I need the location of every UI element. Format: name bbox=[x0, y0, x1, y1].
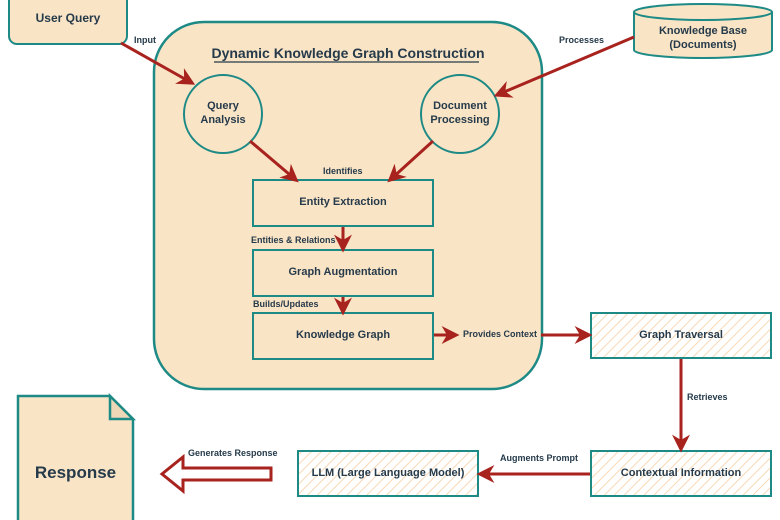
llm-node[interactable] bbox=[297, 450, 479, 497]
user-query-label: User Query bbox=[35, 10, 101, 25]
document-processing-line2: Processing bbox=[430, 114, 490, 126]
graph-augmentation-label: Graph Augmentation bbox=[288, 266, 398, 279]
knowledge-graph-label: Knowledge Graph bbox=[295, 329, 391, 342]
arrow-processes bbox=[493, 35, 635, 98]
response-label: Response bbox=[34, 463, 117, 483]
edge-label-identifies: Identifies bbox=[323, 166, 363, 176]
entity-extraction-label: Entity Extraction bbox=[299, 196, 387, 209]
edge-label-provides-context: Provides Context bbox=[463, 329, 538, 339]
knowledge-graph-node[interactable] bbox=[252, 312, 434, 360]
graph-augmentation-node[interactable] bbox=[252, 249, 434, 297]
knowledge-base-label: Knowledge Base (Documents) bbox=[634, 24, 772, 54]
knowledge-base-line2: (Documents) bbox=[669, 39, 737, 51]
document-processing-node[interactable] bbox=[420, 74, 500, 154]
response-document[interactable] bbox=[16, 394, 135, 520]
graph-traversal-node[interactable] bbox=[590, 312, 772, 359]
contextual-information-label: Contextual Information bbox=[620, 466, 742, 479]
document-processing-label: Document Processing bbox=[421, 96, 499, 132]
document-processing-line1: Document bbox=[433, 100, 487, 113]
arrow-input bbox=[120, 41, 196, 85]
query-analysis-line1: Query bbox=[207, 100, 239, 113]
knowledge-base-line1: Knowledge Base bbox=[658, 25, 748, 38]
query-analysis-node[interactable] bbox=[183, 74, 263, 154]
edge-label-augments-prompt: Augments Prompt bbox=[500, 453, 579, 463]
edge-label-builds-updates: Builds/Updates bbox=[253, 299, 319, 309]
edge-label-entities-relations: Entities & Relations bbox=[251, 235, 336, 245]
contextual-information-node[interactable] bbox=[590, 450, 772, 497]
llm-label: LLM (Large Language Model) bbox=[311, 466, 465, 479]
document-fold-icon bbox=[108, 392, 137, 421]
knowledge-base-cylinder[interactable] bbox=[633, 3, 773, 59]
container-title: Dynamic Knowledge Graph Construction bbox=[211, 45, 485, 62]
arrow-generates-response bbox=[159, 453, 273, 495]
arrow-doc-to-entity bbox=[387, 139, 435, 183]
graph-traversal-label: Graph Traversal bbox=[639, 328, 723, 341]
edge-label-retrieves: Retrieves bbox=[687, 392, 728, 402]
user-query-box[interactable] bbox=[8, 0, 128, 45]
query-analysis-label: Query Analysis bbox=[184, 96, 262, 132]
entity-extraction-node[interactable] bbox=[252, 179, 434, 227]
edge-label-generates-response: Generates Response bbox=[188, 448, 278, 458]
edge-label-input: Input bbox=[134, 35, 156, 45]
arrow-query-to-entity bbox=[249, 139, 299, 183]
query-analysis-line2: Analysis bbox=[200, 114, 246, 126]
edge-label-processes: Processes bbox=[559, 35, 605, 45]
